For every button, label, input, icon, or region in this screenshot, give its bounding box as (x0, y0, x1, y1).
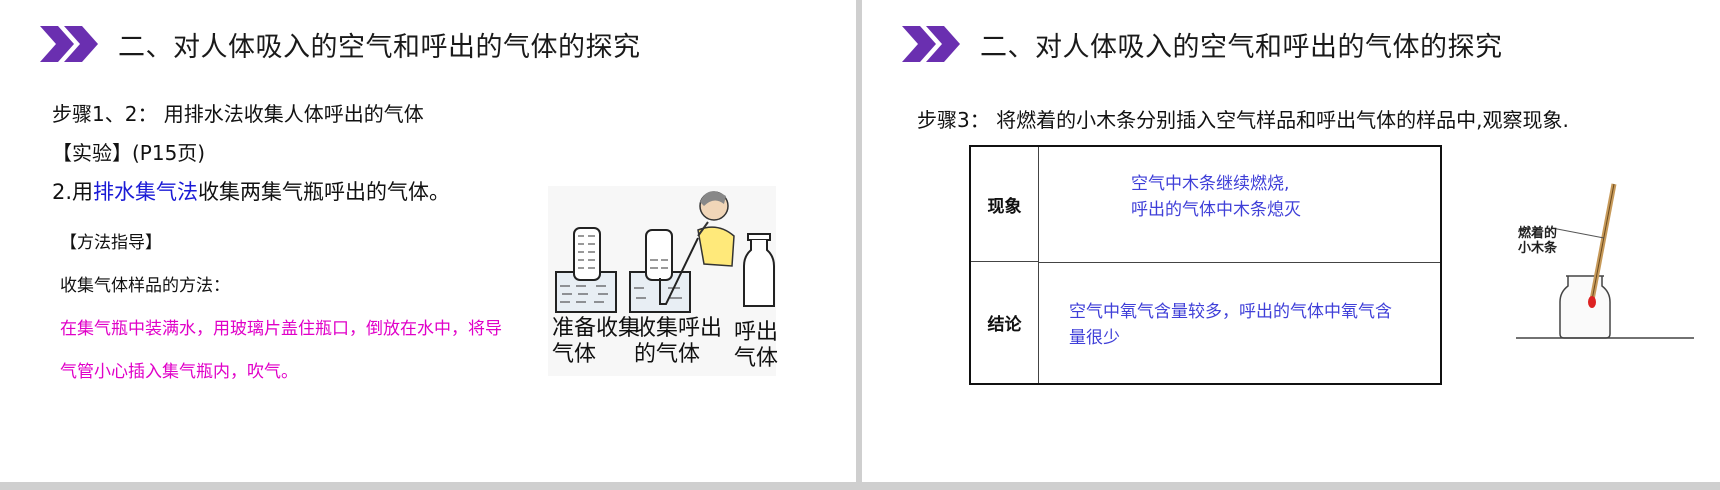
caption-prepare-line2: 气体 (552, 342, 597, 367)
experiment-ref: 【实验】(P15页) (52, 141, 206, 165)
step-text: 步骤1、2： 用排水法收集人体呼出的气体 (52, 102, 424, 126)
slide-right: 二、对人体吸入的空气和呼出的气体的探究 步骤3： 将燃着的小木条分别插入空气样品… (862, 0, 1720, 482)
observation-line-1: 空气中木条继续燃烧, (1131, 174, 1290, 194)
table-header-observation: 现象 (971, 147, 1039, 262)
caption-collect-line1: 收集呼出 (634, 316, 723, 341)
caption-collect: 收集呼出 的气体 (634, 316, 722, 368)
gas-collection-illustration: 准备收集 气体 收集呼出 的气体 呼出 气体 (548, 186, 778, 376)
results-table: 现象 结论 空气中木条继续燃烧, 呼出的气体中木条熄灭 空气中氧气含量较多，呼出… (969, 145, 1442, 385)
method-line-2: 气管小心插入集气瓶内，吹气。 (60, 362, 298, 382)
point-2-highlight: 排水集气法 (93, 180, 199, 204)
point-2-prefix: 2.用 (52, 180, 94, 204)
point-2: 2.用排水集气法收集两集气瓶呼出的气体。 (52, 176, 450, 206)
slide-left: 二、对人体吸入的空气和呼出的气体的探究 步骤1、2： 用排水法收集人体呼出的气体… (0, 0, 856, 482)
caption-exhaled: 呼出 气体 (734, 320, 778, 372)
caption-prepare: 准备收集 气体 (552, 316, 640, 368)
page-title: 二、对人体吸入的空气和呼出的气体的探究 (980, 31, 1503, 63)
step-text: 步骤3： 将燃着的小木条分别插入空气样品和呼出气体的样品中,观察现象. (917, 108, 1569, 132)
figure-label: 燃着的 小木条 (1518, 226, 1557, 256)
title-row: 二、对人体吸入的空气和呼出的气体的探究 (902, 24, 1503, 64)
method-line-1: 在集气瓶中装满水，用玻璃片盖住瓶口，倒放在水中，将导 (60, 319, 502, 339)
observation-line-2: 呼出的气体中木条熄灭 (1131, 200, 1301, 220)
caption-exhaled-line1: 呼出 (734, 320, 779, 345)
burning-stick-illustration: 燃着的 小木条 (1502, 176, 1702, 346)
point-2-suffix: 收集两集气瓶呼出的气体。 (198, 180, 451, 204)
title-row: 二、对人体吸入的空气和呼出的气体的探究 (40, 24, 641, 64)
page-title: 二、对人体吸入的空气和呼出的气体的探究 (118, 31, 641, 63)
double-chevron-icon (40, 26, 98, 62)
table-header-conclusion: 结论 (971, 262, 1039, 383)
caption-collect-line2: 的气体 (634, 342, 701, 367)
conclusion-line-1: 空气中氧气含量较多，呼出的气体中氧气含 (1069, 302, 1392, 322)
jar-drawing (1516, 183, 1694, 339)
figure-label-line1: 燃着的 (1518, 226, 1558, 241)
gas-collection-drawing (555, 191, 775, 313)
table-divider (1039, 262, 1440, 263)
caption-exhaled-line2: 气体 (734, 346, 779, 371)
conclusion-line-2: 量很少 (1069, 328, 1120, 348)
double-chevron-icon (902, 26, 960, 62)
method-label: 收集气体样品的方法： (60, 276, 230, 296)
caption-prepare-line1: 准备收集 (552, 316, 641, 341)
figure-label-line2: 小木条 (1518, 241, 1558, 256)
method-guide-heading: 【方法指导】 (60, 233, 162, 253)
